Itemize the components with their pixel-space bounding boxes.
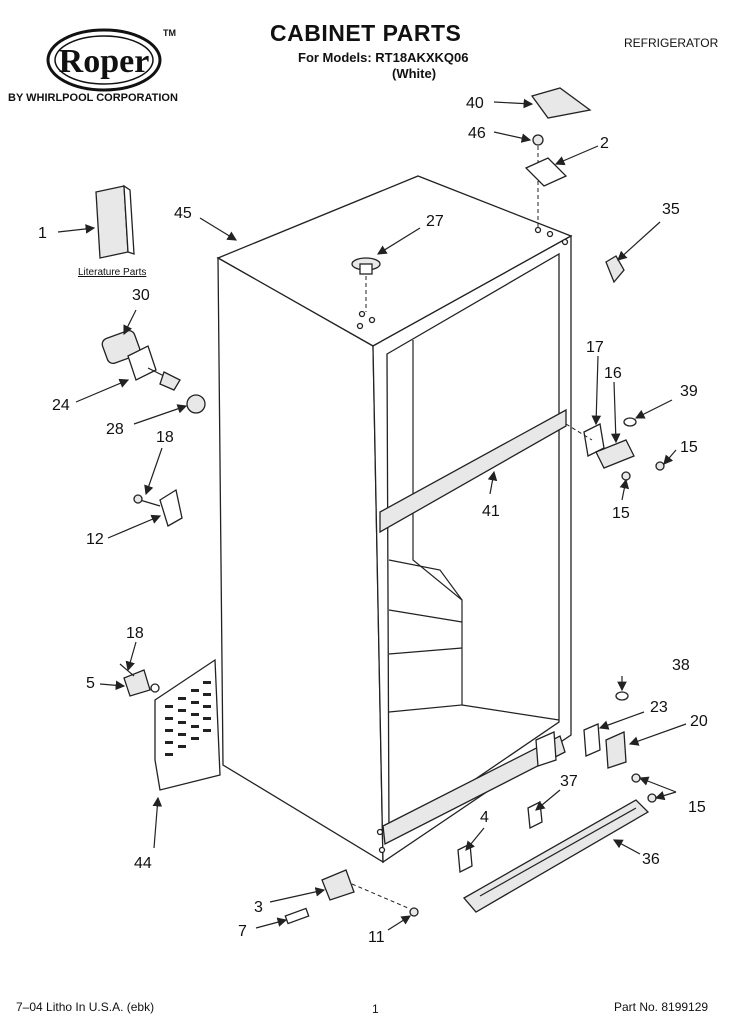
callout-23: 23 [650, 699, 668, 716]
callout-15-c: 15 [688, 799, 706, 816]
roper-logo: Roper TM [46, 28, 176, 92]
clip-4 [457, 842, 473, 874]
part-24 [127, 345, 181, 391]
plug-27 [351, 257, 381, 312]
callout-2: 2 [600, 135, 609, 152]
bracket-12 [133, 488, 183, 527]
corporation-line: BY WHIRLPOOL CORPORATION [8, 92, 178, 104]
model-color: (White) [392, 66, 437, 81]
product-category: REFRIGERATOR [624, 36, 719, 50]
callout-11: 11 [368, 929, 385, 946]
callout-4: 4 [480, 809, 489, 826]
callout-40: 40 [466, 95, 484, 112]
callout-30: 30 [132, 287, 150, 304]
rear-cover-44 [154, 658, 221, 791]
part-28 [186, 394, 206, 414]
callout-24: 24 [52, 397, 70, 414]
top-hinge-2 [524, 134, 568, 228]
callout-1: 1 [38, 225, 47, 242]
callout-27: 27 [426, 213, 444, 230]
callout-35: 35 [662, 201, 680, 218]
trademark-mark: TM [163, 28, 176, 38]
callout-16: 16 [604, 365, 622, 382]
toe-grille-36 [462, 799, 650, 913]
footer-page-number: 1 [372, 1002, 379, 1016]
literature-pack-1 [95, 184, 135, 259]
leader-lines [57, 98, 687, 931]
bracket-5 [119, 663, 160, 697]
center-hinge-16 [565, 417, 665, 481]
leg-bracket-3 [284, 869, 419, 925]
callout-39: 39 [680, 383, 698, 400]
callout-7: 7 [238, 923, 247, 940]
callout-15-a: 15 [680, 439, 698, 456]
callout-38: 38 [672, 657, 690, 674]
callout-5: 5 [86, 675, 95, 692]
callout-20: 20 [690, 713, 708, 730]
callout-3: 3 [254, 899, 263, 916]
callout-18-a: 18 [156, 429, 174, 446]
part-35 [605, 255, 625, 284]
callout-45: 45 [174, 205, 192, 222]
callout-17: 17 [586, 339, 604, 356]
callout-37: 37 [560, 773, 578, 790]
clip-37 [527, 800, 543, 830]
callout-12: 12 [86, 531, 104, 548]
literature-parts-label: Literature Parts [78, 267, 147, 278]
callout-46: 46 [468, 125, 486, 142]
footer-litho: 7–04 Litho In U.S.A. (ebk) [16, 1000, 155, 1014]
callout-36: 36 [642, 851, 660, 868]
callout-28: 28 [106, 421, 124, 438]
footer-part-number: Part No. 8199129 [614, 1000, 709, 1014]
callout-15-b: 15 [612, 505, 630, 522]
model-number: For Models: RT18AKXKQ06 [298, 50, 469, 65]
cabinet-45 [216, 175, 573, 864]
logo-text: Roper [59, 43, 150, 80]
callout-41: 41 [482, 503, 500, 520]
callout-18-b: 18 [126, 625, 144, 642]
callout-44: 44 [134, 855, 152, 872]
hinge-cover-40 [530, 87, 592, 119]
callout-numbers: 1 2 3 4 5 7 11 12 15 15 15 16 17 18 18 2… [38, 95, 708, 946]
page-title: CABINET PARTS [270, 20, 462, 46]
